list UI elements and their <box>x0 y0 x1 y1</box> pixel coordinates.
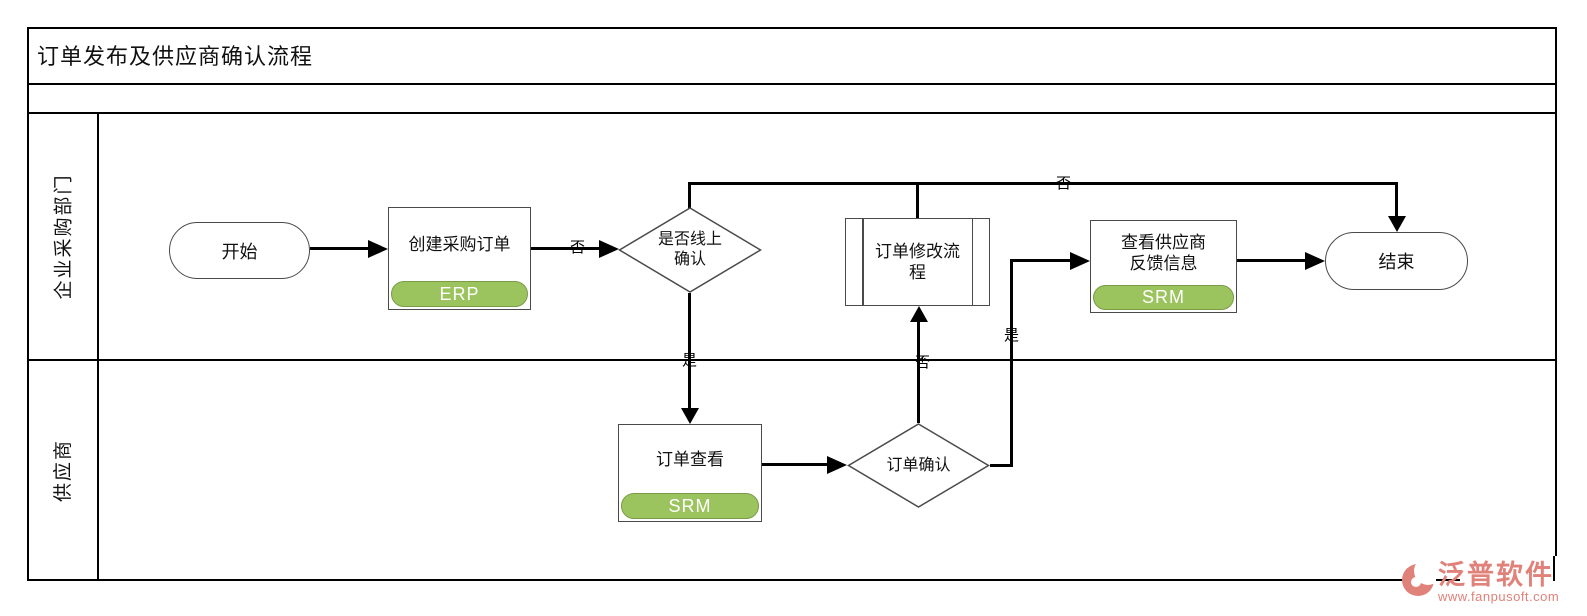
edge-label-no: 否 <box>1056 175 1072 192</box>
node-label: 订单查看 <box>656 449 724 469</box>
subprocess-bar-icon <box>862 219 864 305</box>
decision-online-confirm: 是否线上确认 <box>618 207 762 293</box>
header-band-divider <box>27 112 1557 114</box>
node-label: 订单确认 <box>886 456 951 474</box>
edge-label-no: 否 <box>570 239 586 256</box>
node-label: 创建采购订单 <box>408 235 511 254</box>
arrowhead-icon <box>910 306 928 322</box>
arrowhead-icon <box>827 456 847 474</box>
edge-start-to-create <box>310 247 372 250</box>
node-label: 查看供应商反馈信息 <box>1121 233 1206 273</box>
system-badge-erp: ERP <box>391 281 528 307</box>
arrowhead-icon <box>1388 216 1406 232</box>
lane-label-column-divider <box>97 112 99 581</box>
system-badge-srm: SRM <box>1093 285 1234 310</box>
arrowhead-icon <box>1070 252 1090 270</box>
arrowhead-icon <box>599 240 619 258</box>
arrowhead-icon <box>681 408 699 424</box>
diamond-shape-icon <box>618 207 762 293</box>
edge-confirm-yes-up <box>1010 259 1013 467</box>
arrowhead-icon <box>1305 252 1325 270</box>
fanpu-logo: 泛普软件 www.fanpusoft.com <box>1400 560 1559 604</box>
process-view-order: 订单查看 SRM <box>618 424 762 522</box>
arrowhead-icon <box>368 240 388 258</box>
edge-subprocess-up-merge <box>916 183 919 218</box>
edge-create-to-decision <box>531 247 601 250</box>
watermark-brand: 泛普软件 <box>1438 560 1554 590</box>
watermark-url: www.fanpusoft.com <box>1438 589 1560 604</box>
title-row-divider <box>27 83 1557 85</box>
edge-feedback-to-end <box>1235 259 1309 262</box>
edge-label-no: 否 <box>915 354 931 371</box>
process-view-feedback: 查看供应商反馈信息 SRM <box>1090 220 1237 313</box>
page-title: 订单发布及供应商确认流程 <box>37 44 314 69</box>
edge-decision-yes-down <box>688 293 691 412</box>
diamond-shape-icon <box>847 423 990 508</box>
diagram-frame <box>27 27 1557 581</box>
watermark-background <box>1460 556 1587 616</box>
edge-confirm-yes-right <box>990 464 1013 467</box>
edge-no-top-line <box>688 182 1398 185</box>
end-node: 结束 <box>1325 232 1468 290</box>
lane-label: 供应商 <box>53 438 75 502</box>
edge-vieworder-to-confirm <box>762 463 831 466</box>
subprocess-order-modify: 订单修改流程 <box>845 218 990 306</box>
lane-divider <box>27 359 1557 361</box>
node-label: 结束 <box>1378 252 1415 272</box>
edge-decision-no-up <box>688 183 691 209</box>
edge-label-yes: 是 <box>1004 327 1020 344</box>
lane-procurement-dept: 企业采购部门 <box>29 114 95 359</box>
edge-label-yes: 是 <box>682 352 698 369</box>
frame-right-border-segment <box>1553 556 1555 581</box>
system-badge-srm: SRM <box>621 493 759 519</box>
lane-supplier: 供应商 <box>29 361 95 579</box>
start-node: 开始 <box>169 222 310 279</box>
decision-order-confirm: 订单确认 <box>847 423 990 508</box>
node-label: 订单修改流程 <box>875 242 960 282</box>
node-label: 开始 <box>221 241 258 262</box>
lane-label: 企业采购部门 <box>53 173 75 300</box>
subprocess-bar-icon <box>971 219 973 305</box>
edge-no-down-to-end <box>1395 182 1398 220</box>
node-label: 是否线上确认 <box>657 231 722 268</box>
process-create-order: 创建采购订单 ERP <box>388 207 531 310</box>
edge-confirm-yes-to-feedback <box>1010 259 1074 262</box>
fanpu-logo-icon <box>1402 560 1436 596</box>
edge-confirm-no-up <box>917 320 920 423</box>
